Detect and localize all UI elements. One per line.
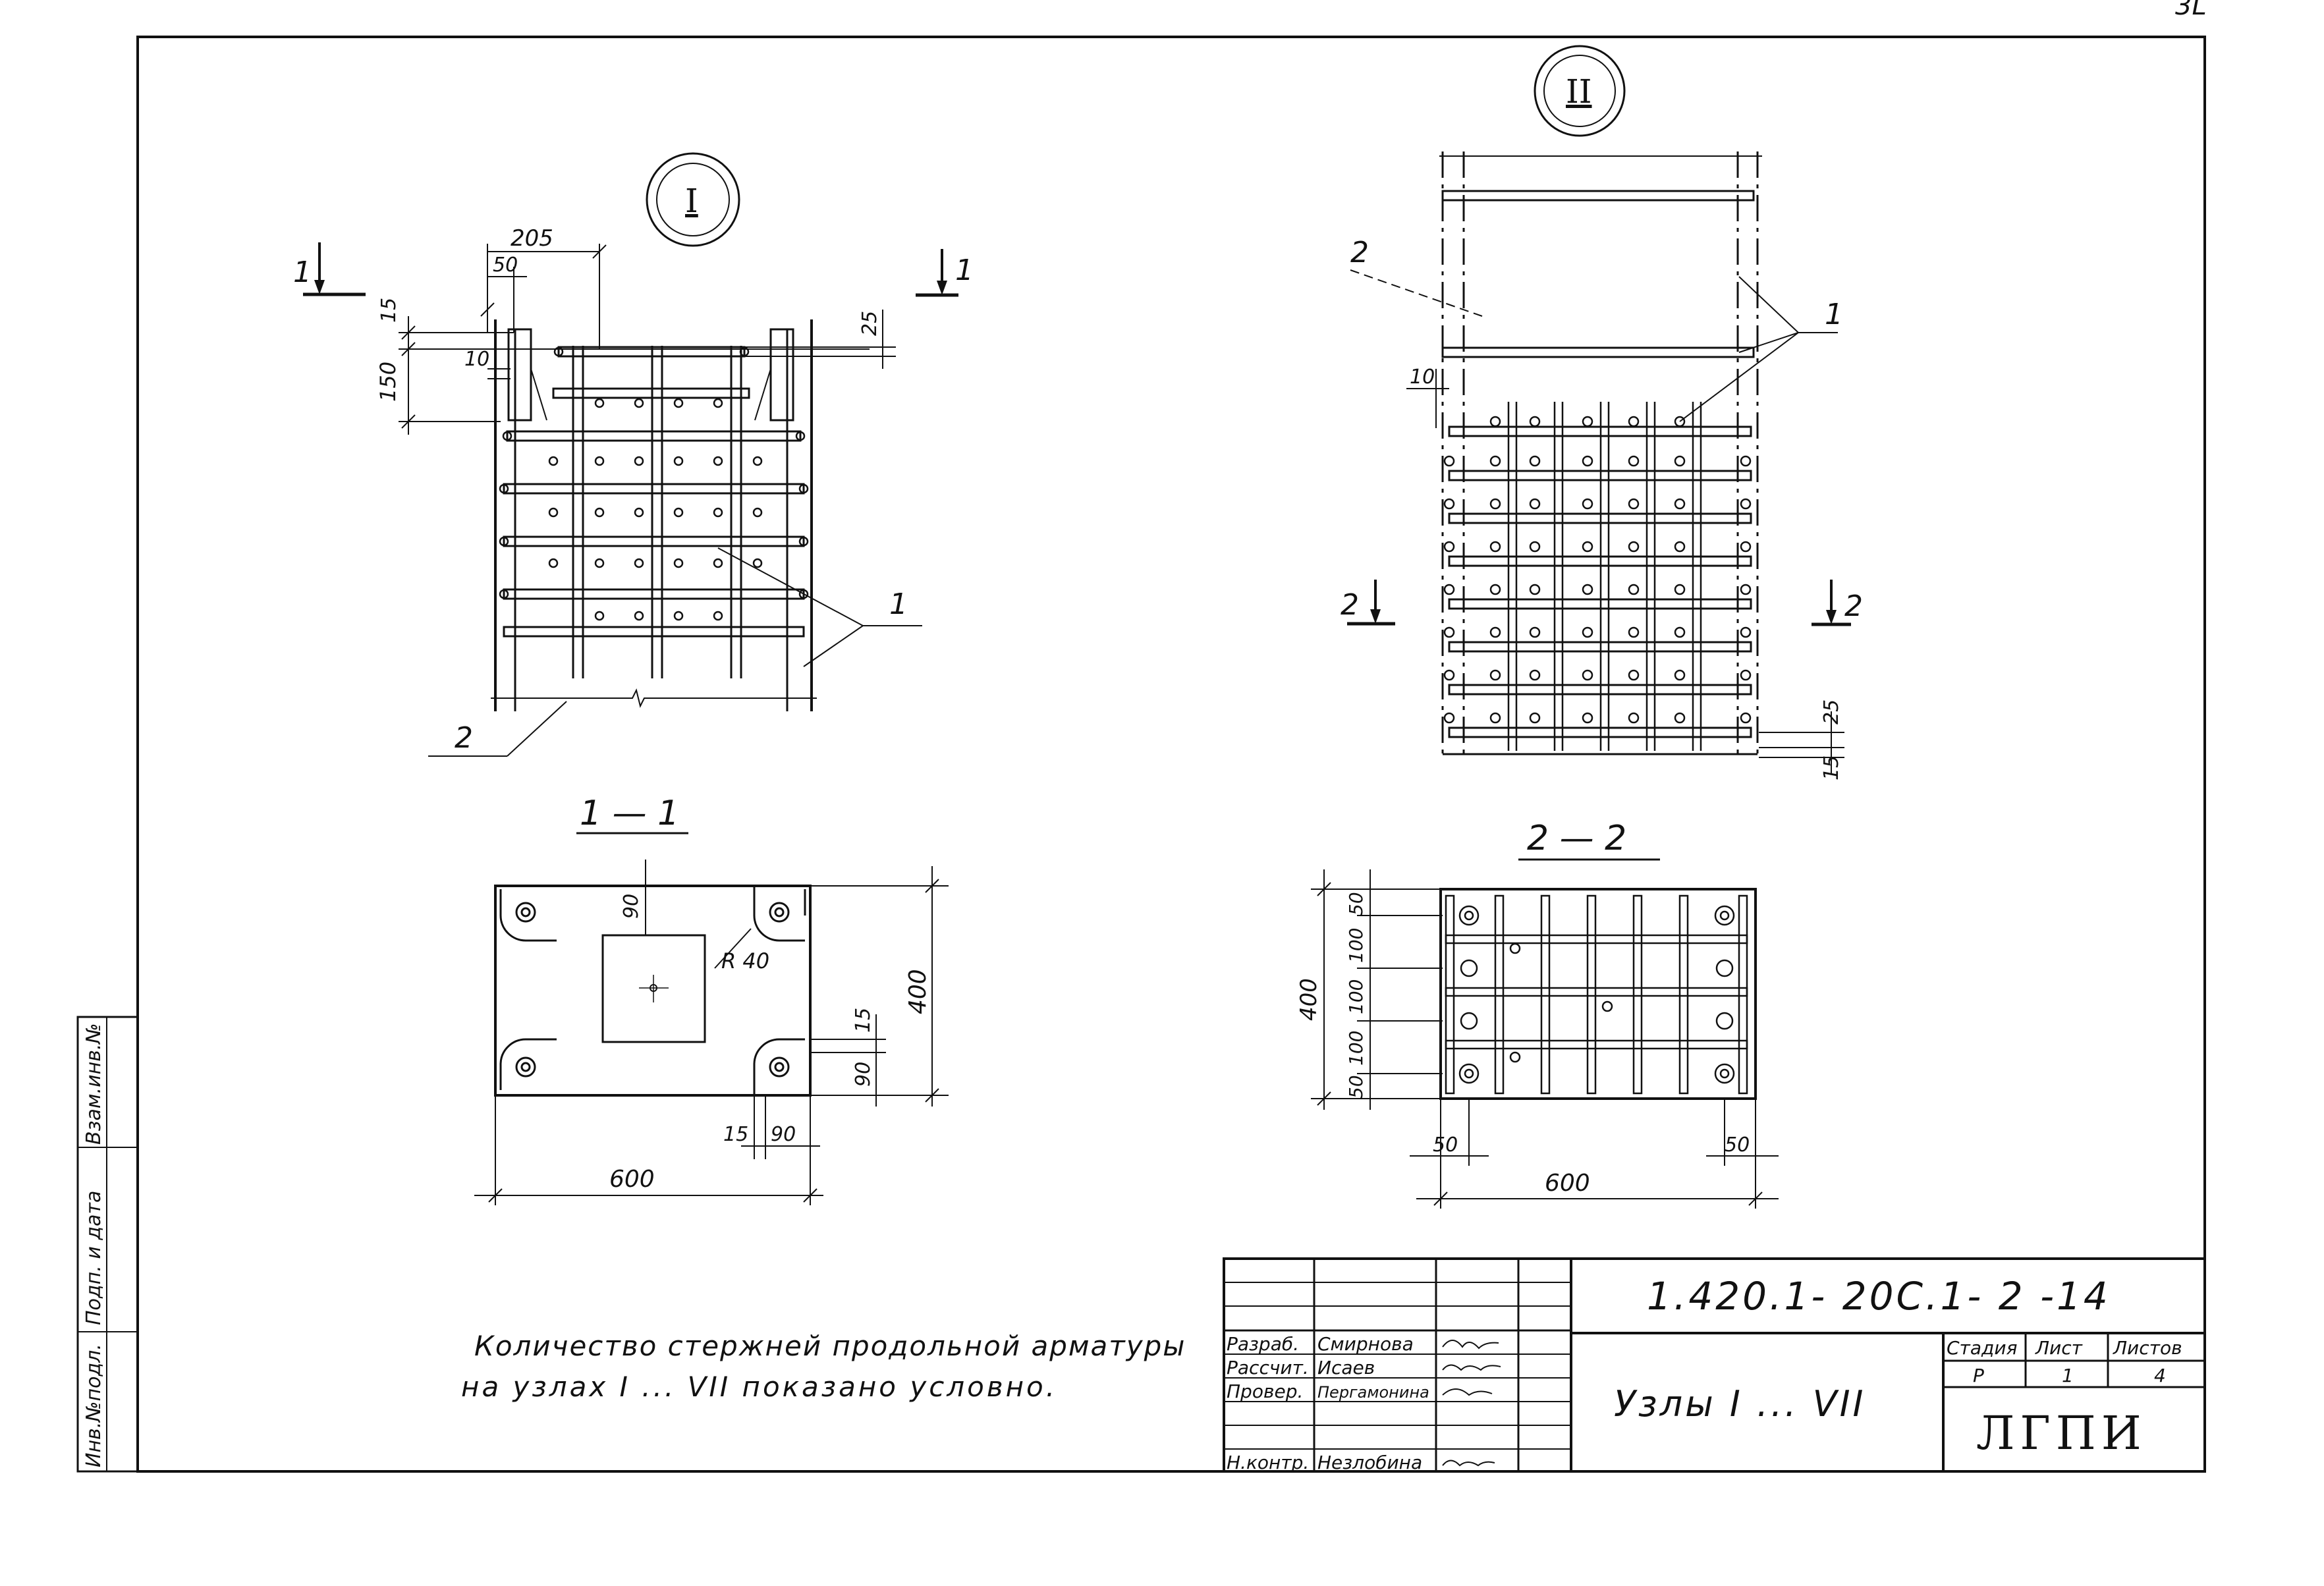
svg-text:15: 15 xyxy=(723,1123,748,1146)
svg-text:50: 50 xyxy=(1433,1134,1458,1157)
signatures xyxy=(1442,1340,1501,1467)
tb-stage-header: Стадия xyxy=(1947,1337,2017,1359)
node-ii-callout-bars: 1 xyxy=(1825,298,1843,331)
svg-text:100: 100 xyxy=(1345,1031,1367,1066)
svg-text:R 40: R 40 xyxy=(721,948,769,973)
node-i-label: I xyxy=(685,182,698,220)
tb-sheets: 4 xyxy=(2154,1365,2166,1386)
svg-text:15: 15 xyxy=(1820,755,1843,780)
stamp-replace-label: Взам.инв.№ xyxy=(82,1023,105,1145)
svg-text:400: 400 xyxy=(904,969,931,1014)
section-1-1-title: 1 — 1 xyxy=(580,794,679,833)
svg-text:90: 90 xyxy=(620,894,643,919)
svg-text:50: 50 xyxy=(493,254,518,277)
tb-doc-code: 1.420.1- 20С.1- 2 -14 xyxy=(1647,1274,2111,1319)
svg-text:2: 2 xyxy=(1844,589,1863,623)
drawing-frame xyxy=(136,36,2206,1473)
svg-text:1: 1 xyxy=(293,256,312,289)
tb-name-3: Пергамонина xyxy=(1317,1383,1429,1402)
tb-title: Узлы I ... VII xyxy=(1614,1383,1866,1425)
node-ii-callout-formwork: 2 xyxy=(1350,236,1369,269)
node-i-callout-bars: 1 xyxy=(889,588,908,621)
title-block: Разраб. Рассчит. Провер. Н.контр. Смирно… xyxy=(1223,1257,2206,1473)
tb-name-2: Исаев xyxy=(1317,1357,1375,1379)
section-1-1: 1 — 1 xyxy=(474,794,949,1205)
node-ii-view: II 2 2 xyxy=(1341,45,1863,780)
stamp-sign-label: Подп. и дата xyxy=(82,1191,105,1325)
general-note: Количество стержней продольной арматуры … xyxy=(461,1330,1186,1403)
svg-text:1: 1 xyxy=(955,254,974,287)
svg-text:15: 15 xyxy=(377,298,401,323)
svg-text:90: 90 xyxy=(852,1062,875,1087)
stamp-inv-label: Инв.№подл. xyxy=(82,1344,105,1467)
svg-text:50: 50 xyxy=(1725,1134,1750,1157)
tb-sheets-header: Листов xyxy=(2113,1337,2182,1359)
left-stamp: Инв.№подл. Подп. и дата Взам.инв.№ xyxy=(76,1016,139,1473)
cut-mark-2-right: 2 xyxy=(1812,580,1863,626)
node-i-dimensions xyxy=(399,244,896,435)
svg-text:90: 90 xyxy=(771,1123,796,1146)
tb-org: ЛГПИ xyxy=(1976,1406,2147,1460)
svg-text:10: 10 xyxy=(1410,366,1435,389)
svg-text:25: 25 xyxy=(858,311,881,336)
tb-role-2: Рассчит. xyxy=(1227,1357,1309,1379)
svg-text:600: 600 xyxy=(609,1166,655,1193)
note-line-1: Количество стержней продольной арматуры xyxy=(474,1330,1186,1362)
svg-text:205: 205 xyxy=(511,225,553,252)
node-i-view: I 1 1 xyxy=(293,152,974,757)
cut-mark-1-left: 1 xyxy=(293,242,366,296)
tb-stage: Р xyxy=(1973,1365,1984,1386)
svg-text:50: 50 xyxy=(1345,1075,1367,1099)
tb-role-3: Провер. xyxy=(1227,1381,1303,1402)
tb-name-4: Незлобина xyxy=(1317,1452,1422,1473)
cut-mark-2-left: 2 xyxy=(1341,580,1395,626)
tb-sheet-header: Лист xyxy=(2035,1337,2083,1359)
svg-text:150: 150 xyxy=(375,362,401,402)
section-2-2-title: 2 — 2 xyxy=(1527,819,1626,858)
tb-role-4: Н.контр. xyxy=(1227,1452,1309,1473)
svg-text:25: 25 xyxy=(1820,699,1843,725)
node-ii-label: II xyxy=(1566,72,1592,111)
svg-text:100: 100 xyxy=(1345,928,1367,963)
svg-text:2: 2 xyxy=(1341,588,1359,622)
sheet-number: 3L xyxy=(2175,0,2207,21)
tb-role-1: Разраб. xyxy=(1227,1333,1299,1355)
tb-name-1: Смирнова xyxy=(1317,1333,1414,1355)
svg-text:15: 15 xyxy=(852,1008,875,1033)
cut-mark-1-right: 1 xyxy=(916,249,974,297)
svg-text:400: 400 xyxy=(1296,978,1322,1021)
node-i-callout-formwork: 2 xyxy=(455,721,473,755)
svg-text:10: 10 xyxy=(464,348,489,371)
section-2-2: 2 — 2 xyxy=(1296,819,1779,1209)
svg-text:100: 100 xyxy=(1345,979,1367,1014)
tb-sheet: 1 xyxy=(2062,1365,2074,1386)
svg-text:600: 600 xyxy=(1545,1170,1590,1197)
note-line-2: на узлах I ... VII показано условно. xyxy=(461,1371,1057,1403)
svg-text:50: 50 xyxy=(1345,892,1367,916)
